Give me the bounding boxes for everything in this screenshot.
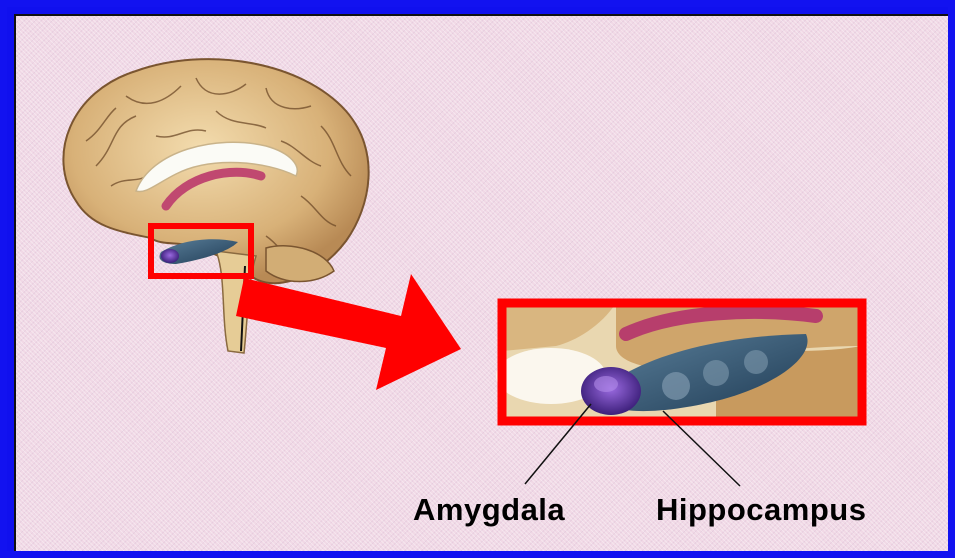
zoom-arrow [236, 274, 461, 390]
diagram-artwork [16, 16, 955, 558]
amygdala-label: Amygdala [413, 492, 565, 528]
diagram-panel: Amygdala Hippocampus [14, 14, 953, 556]
zoomed-inset [496, 303, 862, 421]
hippocampus-label: Hippocampus [656, 492, 866, 528]
